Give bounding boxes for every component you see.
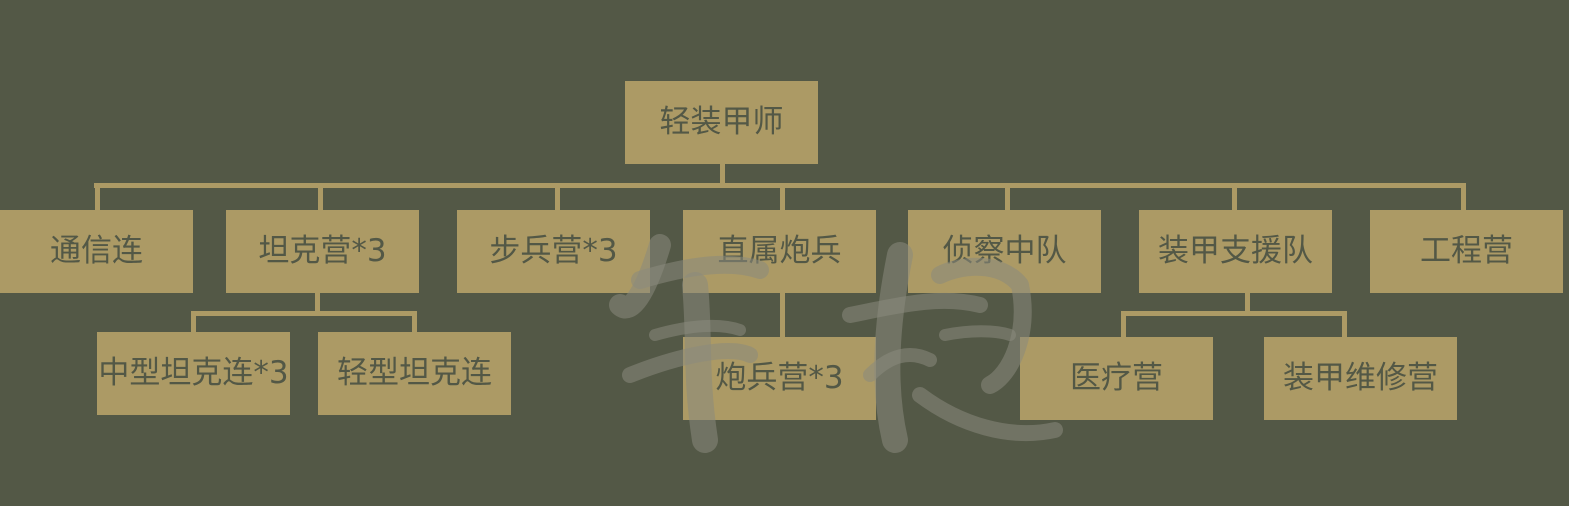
node-tank-bn: 坦克营*3 <box>226 210 419 293</box>
node-light-tank: 轻型坦克连 <box>318 332 511 415</box>
connector-drop-armor-support <box>1232 183 1237 211</box>
connector-drop-inf-bn <box>555 183 560 211</box>
node-armor-support: 装甲支援队 <box>1139 210 1332 293</box>
connector-drop-engineer <box>1461 183 1466 211</box>
connector-drop-direct-art <box>780 183 785 211</box>
node-inf-bn: 步兵营*3 <box>457 210 650 293</box>
connector-drop-med-tank <box>191 311 196 333</box>
connector-support-bus <box>1121 311 1347 316</box>
connector-drop-tank-bn <box>318 183 323 211</box>
node-signal: 通信连 <box>0 210 193 293</box>
connector-drop-light-tank <box>412 311 417 333</box>
connector-tank-bus <box>191 311 417 316</box>
node-repair: 装甲维修营 <box>1264 337 1457 420</box>
connector-root-stem <box>720 164 725 185</box>
node-recon: 侦察中队 <box>908 210 1101 293</box>
connector-drop-signal <box>95 183 100 211</box>
connector-drop-art-bn <box>780 293 785 338</box>
node-engineer: 工程营 <box>1370 210 1563 293</box>
connector-main-bus <box>94 183 1464 188</box>
connector-drop-recon <box>1005 183 1010 211</box>
node-direct-art: 直属炮兵 <box>683 210 876 293</box>
node-med-tank: 中型坦克连*3 <box>97 332 290 415</box>
connector-drop-repair <box>1342 311 1347 338</box>
node-root: 轻装甲师 <box>625 81 818 164</box>
connector-drop-medical <box>1121 311 1126 338</box>
node-art-bn: 炮兵营*3 <box>683 337 876 420</box>
node-medical: 医疗营 <box>1020 337 1213 420</box>
connector-tank-stem <box>315 293 320 313</box>
connector-support-stem <box>1245 293 1250 313</box>
